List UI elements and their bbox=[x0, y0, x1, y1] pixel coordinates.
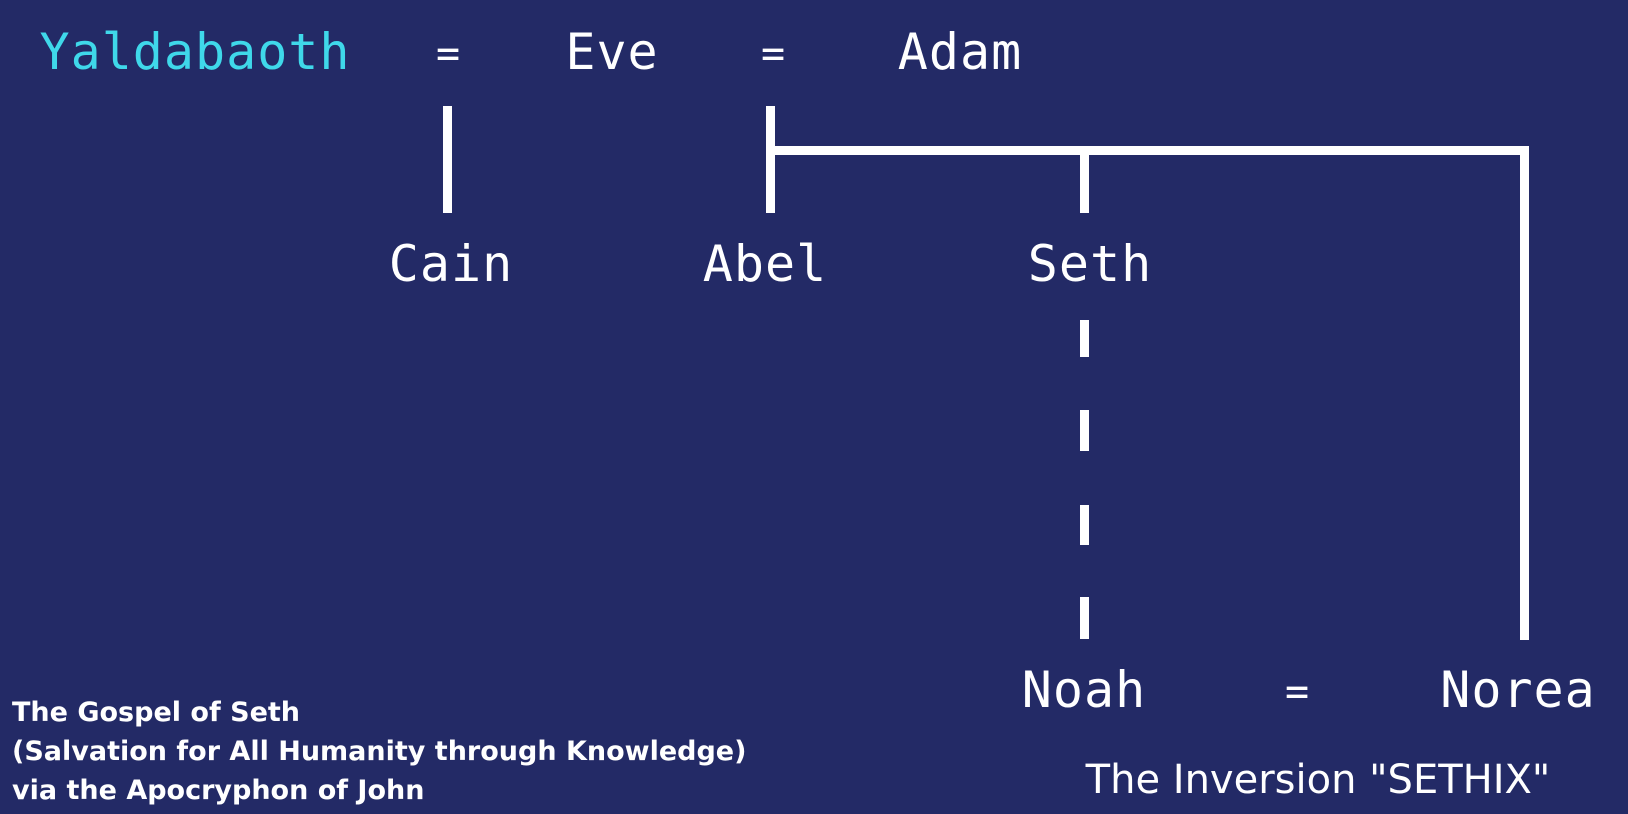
union-yaldabaoth-eve: = bbox=[435, 31, 461, 77]
node-eve: Eve bbox=[565, 23, 659, 81]
dashed-line-seth-noah-4 bbox=[1080, 597, 1089, 639]
caption-line-1: The Gospel of Seth bbox=[12, 697, 301, 728]
line-to-abel bbox=[766, 106, 775, 213]
dashed-line-seth-noah-2 bbox=[1080, 410, 1089, 451]
line-to-norea bbox=[1520, 146, 1529, 640]
node-yaldabaoth: Yaldabaoth bbox=[39, 23, 351, 81]
diagram-subtitle: The Inversion "SETHIX" bbox=[1085, 757, 1551, 803]
node-adam: Adam bbox=[897, 23, 1023, 81]
caption-line-2: (Salvation for All Humanity through Know… bbox=[12, 736, 747, 767]
node-norea: Norea bbox=[1440, 661, 1596, 719]
node-abel: Abel bbox=[702, 235, 828, 293]
node-noah: Noah bbox=[1021, 661, 1147, 719]
line-to-cain bbox=[443, 106, 452, 213]
union-noah-norea: = bbox=[1284, 669, 1310, 715]
dashed-line-seth-noah-1 bbox=[1080, 320, 1089, 357]
dashed-line-seth-noah-3 bbox=[1080, 505, 1089, 545]
node-cain: Cain bbox=[388, 235, 514, 293]
line-to-seth bbox=[1080, 150, 1089, 213]
node-seth: Seth bbox=[1027, 235, 1153, 293]
union-eve-adam: = bbox=[760, 31, 786, 77]
line-eve-adam-branch bbox=[766, 146, 1529, 155]
diagram-caption: The Gospel of Seth (Salvation for All Hu… bbox=[12, 693, 746, 810]
caption-line-3: via the Apocryphon of John bbox=[12, 775, 425, 806]
